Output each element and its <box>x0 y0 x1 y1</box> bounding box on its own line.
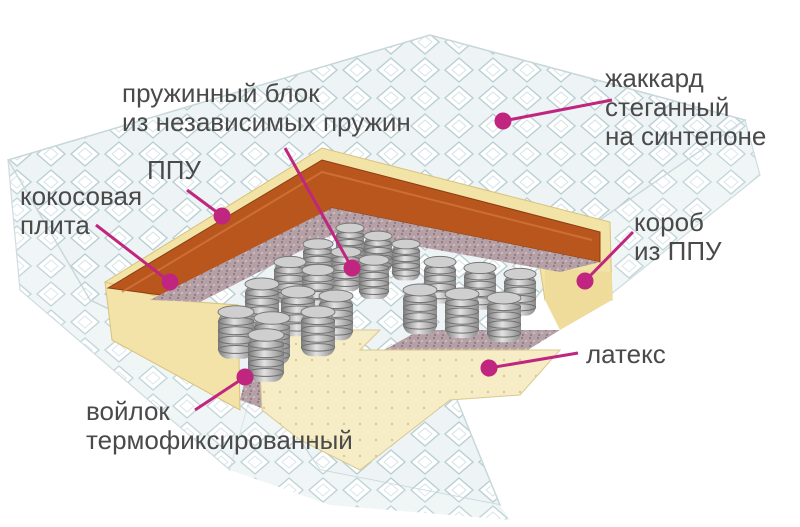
label-spring-block: пружинный блок из независимых пружин <box>122 78 411 137</box>
spring-coil <box>300 305 336 357</box>
cover-front <box>230 380 510 520</box>
spring-coil <box>402 283 438 335</box>
spring-coil <box>217 305 255 359</box>
label-jacquard: жаккард стеганный на синтепоне <box>605 63 767 151</box>
spring-coil <box>486 291 522 343</box>
spring-coil <box>391 238 421 281</box>
spring-block <box>217 222 537 382</box>
label-ppu: ППУ <box>147 155 201 185</box>
label-coconut: кокосовая плита <box>20 181 143 240</box>
spring-coil <box>444 287 480 339</box>
leader-lines <box>95 98 635 412</box>
label-felt: войлок термофиксированный <box>86 396 353 455</box>
ppu-box-right <box>545 268 612 330</box>
label-ppu-box: короб из ППУ <box>634 207 722 266</box>
label-latex: латекс <box>586 339 666 369</box>
spring-coil <box>247 328 285 382</box>
spring-coil <box>358 254 390 299</box>
felt-upper <box>150 208 600 302</box>
